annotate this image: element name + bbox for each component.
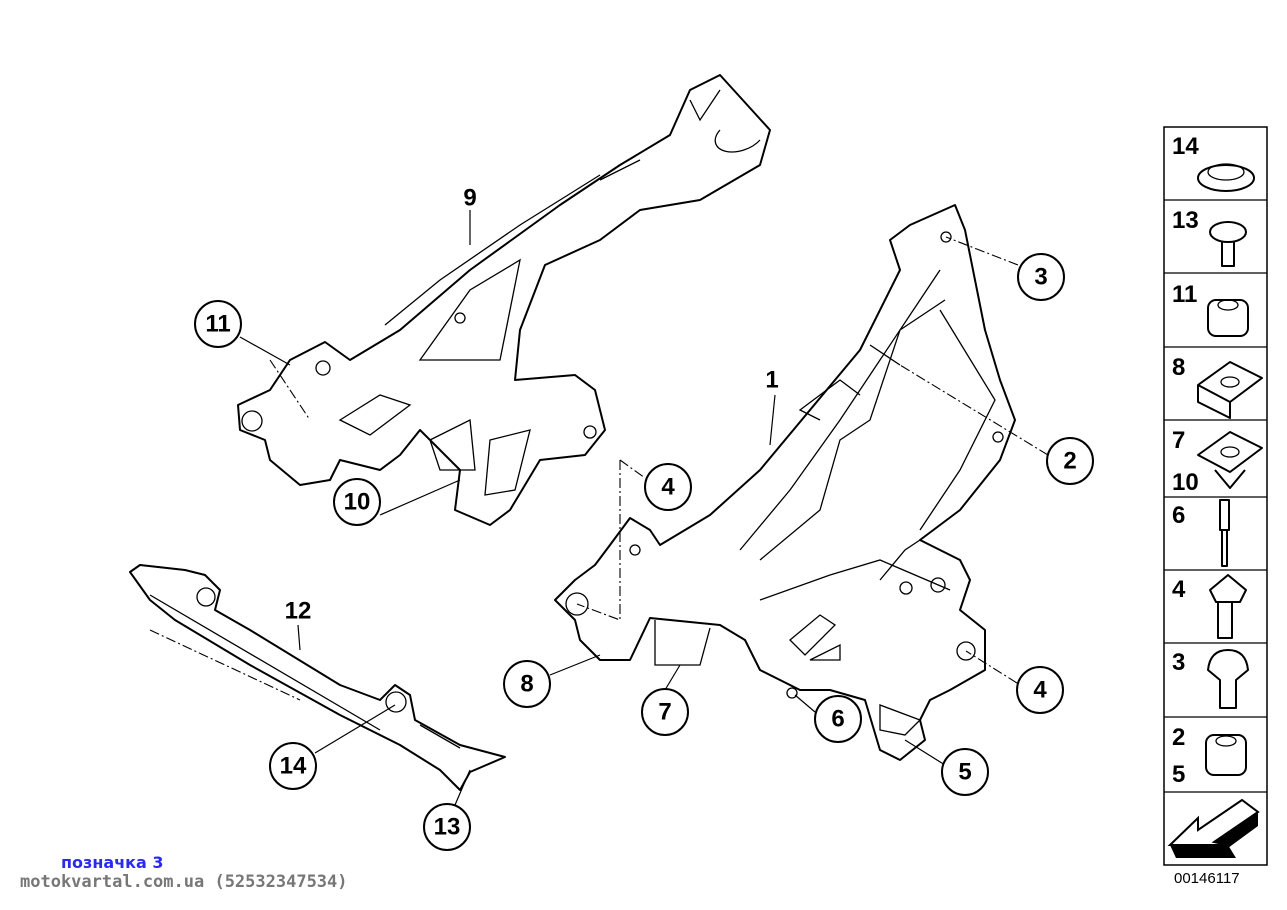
part-9-rear-subframe [237,74,771,526]
legend-label-3: 3 [1172,649,1185,676]
callout-10: 10 [344,489,371,516]
legend-label-7: 7 [1172,427,1185,454]
parts-legend: 14 13 11 8 7 10 6 4 3 2 5 [1163,126,1268,866]
legend-label-8: 8 [1172,354,1185,381]
part-1-main-frame [554,204,1016,761]
legend-label-11: 11 [1172,281,1197,308]
callout-2: 2 [1063,448,1076,475]
callout-7: 7 [658,699,671,726]
rubber-bushing-icon [1207,299,1249,337]
legend-label-14: 14 [1172,133,1199,160]
callout-6: 6 [831,706,844,733]
legend-label-4: 4 [1172,576,1186,603]
callout-9: 9 [463,185,476,212]
legend-label-10: 10 [1172,469,1199,496]
callout-14: 14 [280,753,307,780]
rubber-buffer-icon [1207,649,1249,709]
clip-nut-icon [1197,361,1263,419]
screw-icon [1209,221,1247,267]
legend-label-6: 6 [1172,502,1185,529]
leader-lines [149,210,1049,806]
callout-8: 8 [520,671,533,698]
callout-12: 12 [285,598,312,625]
callout-11: 11 [205,311,230,338]
bolt-icon [1209,574,1247,639]
legend-label-2: 2 [1172,724,1185,751]
part-12-strut [129,564,506,791]
caption: позначка 3 [61,853,164,872]
callouts: 9 1 12 11 10 14 13 4 8 7 6 5 4 2 3 [194,185,1094,851]
callout-4-upper: 4 [661,474,675,501]
grommet-icon [1197,163,1255,192]
callout-13: 13 [434,814,461,841]
callout-5: 5 [958,759,971,786]
legend-label-5: 5 [1172,761,1185,788]
legend-label-13: 13 [1172,207,1199,234]
rubber-bushing-icon [1205,734,1247,776]
arrow-icon [1167,798,1260,858]
pin-icon [1219,499,1230,567]
callout-1: 1 [765,367,778,394]
site-watermark: motokvartal.com.ua (52532347534) [20,872,348,892]
callout-4-lower: 4 [1033,677,1047,704]
clip-nut-icon [1197,431,1263,489]
document-number: 00146117 [1174,870,1240,887]
callout-3: 3 [1034,264,1047,291]
